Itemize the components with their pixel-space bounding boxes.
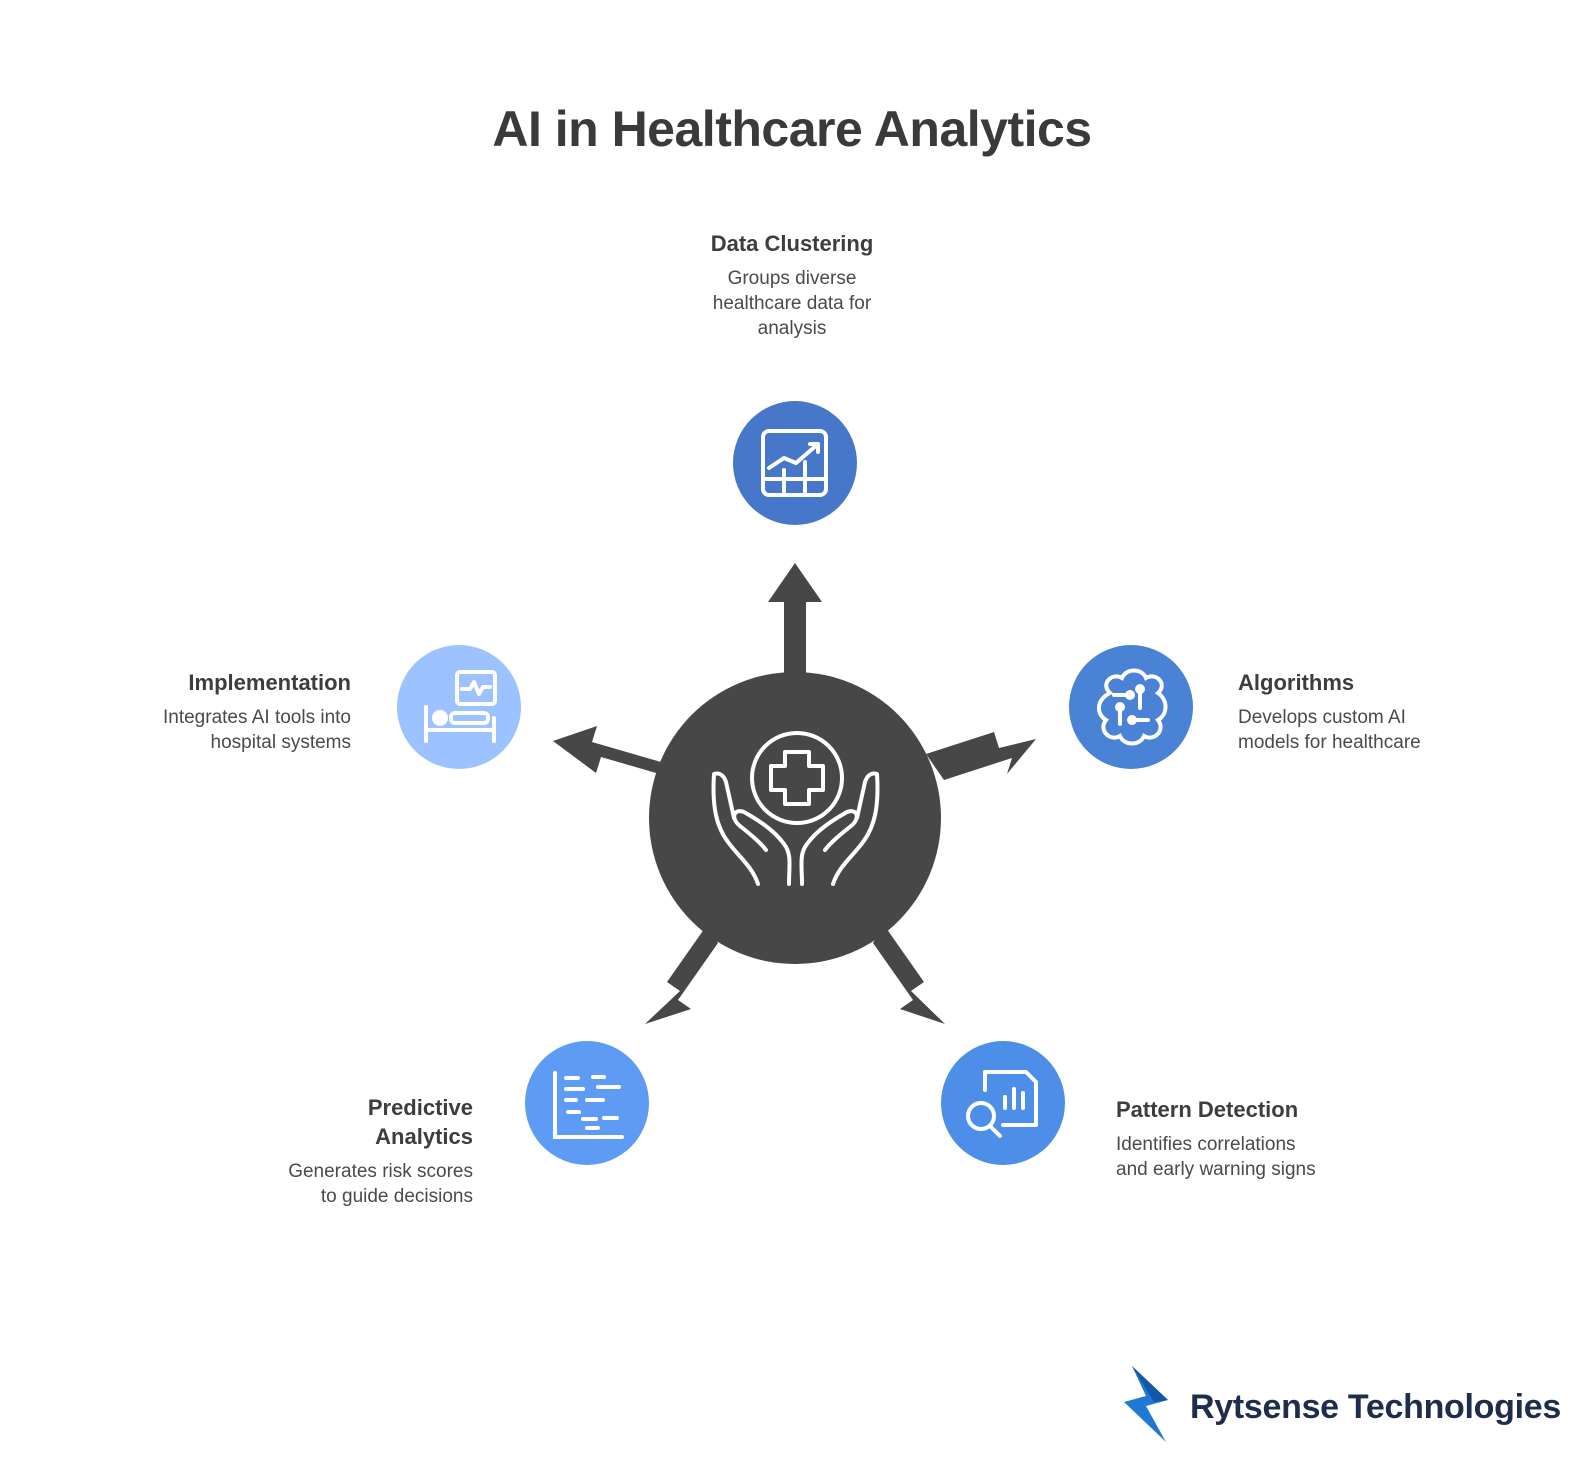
arrow-to-predictive-analytics	[645, 925, 718, 1024]
node-title: Data Clustering	[710, 231, 874, 256]
node-title: Predictive Analytics	[367, 1095, 473, 1149]
node-description: Develops custom AI models for healthcare	[1238, 707, 1421, 753]
node-implementation: Implementation Integrates AI tools into …	[140, 668, 351, 755]
document-magnifier-icon	[966, 1070, 1038, 1138]
node-description: Identifies correlations and early warnin…	[1116, 1134, 1316, 1180]
node-title: Algorithms	[1238, 670, 1355, 695]
brand-name: Rytsense Technologies	[1190, 1388, 1561, 1426]
node-title: Implementation	[188, 670, 351, 695]
diagram-title: AI in Healthcare Analytics	[492, 101, 1092, 157]
predictive-analytics-circle	[525, 1041, 649, 1165]
center-hub	[649, 672, 941, 964]
hands-holding-medical-cross-icon	[711, 731, 880, 886]
arrow-to-algorithms	[926, 732, 1036, 780]
node-description: Integrates AI tools into hospital system…	[162, 707, 351, 753]
brand-logo: Rytsense Technologies	[1124, 1366, 1564, 1446]
hospital-bed-monitor-icon	[424, 670, 497, 743]
node-algorithms: Algorithms Develops custom AI models for…	[1238, 668, 1453, 755]
gantt-chart-icon	[553, 1071, 624, 1139]
node-data-clustering: Data Clustering Groups diverse healthcar…	[692, 229, 892, 341]
brain-circuit-icon	[1097, 668, 1168, 746]
node-description: Generates risk scores to guide decisions	[288, 1161, 473, 1207]
node-title: Pattern Detection	[1116, 1097, 1299, 1122]
arrow-to-pattern-detection	[873, 925, 945, 1024]
implementation-circle	[397, 645, 521, 769]
node-predictive-analytics: Predictive Analytics Generates risk scor…	[263, 1093, 473, 1209]
node-pattern-detection: Pattern Detection Identifies correlation…	[1116, 1095, 1316, 1182]
arrows	[553, 563, 1036, 1024]
arrow-to-data-clustering	[768, 563, 822, 680]
arrow-to-implementation	[553, 726, 670, 777]
algorithms-circle	[1069, 645, 1193, 769]
node-description: Groups diverse healthcare data for analy…	[712, 268, 872, 339]
bolt-logo-icon	[1124, 1366, 1168, 1442]
chart-table-icon	[761, 429, 828, 497]
